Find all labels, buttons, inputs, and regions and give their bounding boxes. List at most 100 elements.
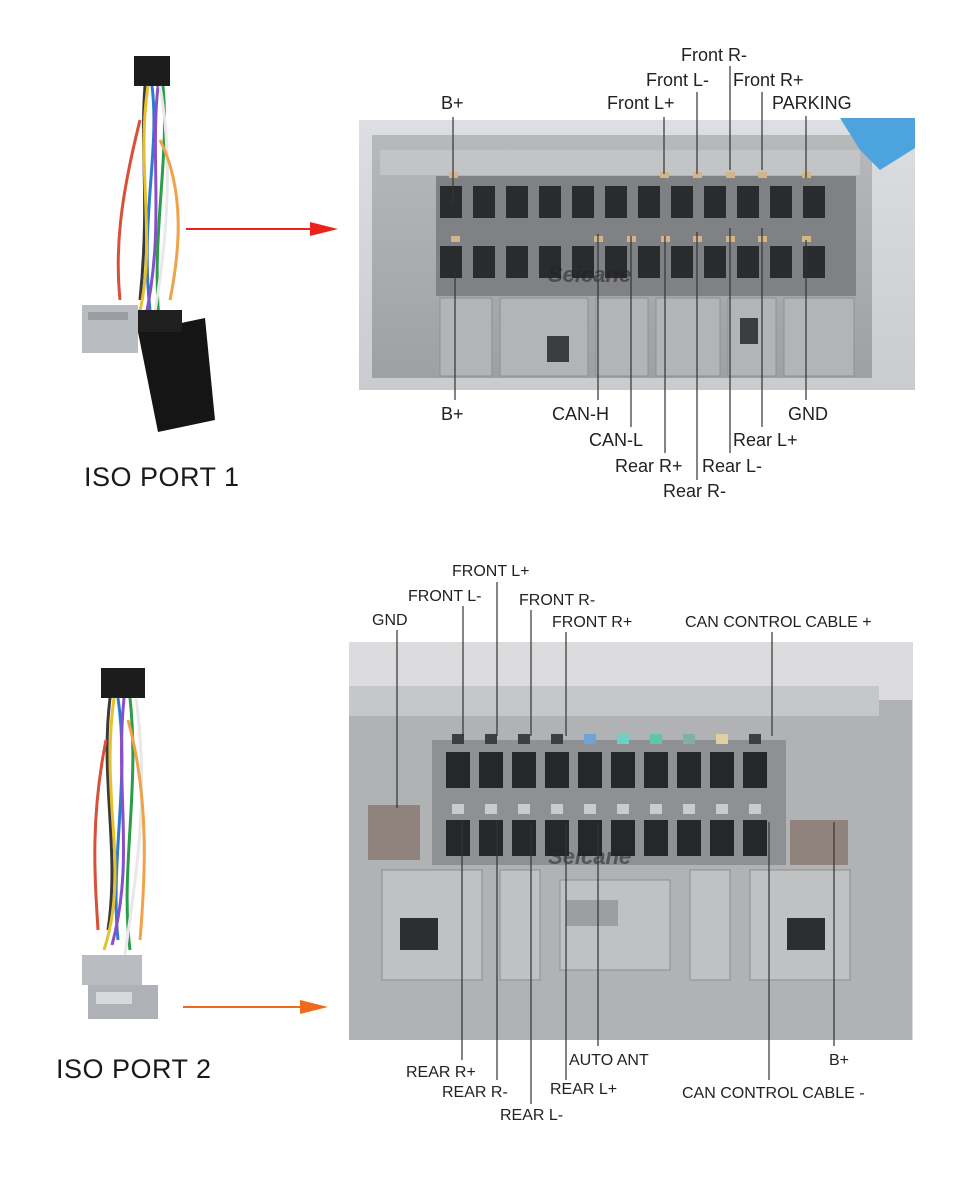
- connector-1-cavity: [638, 186, 660, 218]
- label-rear-l-plus-2: REAR L+: [550, 1081, 617, 1098]
- connector-1-cavity: [671, 186, 693, 218]
- label-rear-l-minus-2: REAR L-: [500, 1107, 563, 1124]
- connector-2-pin: [749, 734, 761, 744]
- label-front-r-plus-2: FRONT R+: [552, 614, 632, 631]
- connector-2-pin: [485, 804, 497, 814]
- connector-2-cavity: [611, 752, 635, 788]
- connector-2-cavity: [446, 752, 470, 788]
- label-rear-l-minus: Rear L-: [702, 456, 762, 476]
- connector-2-cavity: [611, 820, 635, 856]
- harness-2-image: [82, 668, 158, 1019]
- connector-2-pin: [650, 804, 662, 814]
- connector-2-cavity: [743, 752, 767, 788]
- connector-1-pin: [660, 172, 669, 178]
- section-2-labels: GND FRONT L- FRONT L+ FRONT R- FRONT R+ …: [372, 563, 872, 1124]
- label-auto-ant: AUTO ANT: [569, 1052, 649, 1069]
- connector-1-cavity: [605, 186, 627, 218]
- connector-1-cavity: [539, 186, 561, 218]
- harness-1-image: [82, 56, 215, 432]
- connector-2-pin: [485, 734, 497, 744]
- connector-2-pin: [749, 804, 761, 814]
- connector-2-cavity: [677, 752, 701, 788]
- connector-2-pin: [683, 804, 695, 814]
- connector-2-cavity: [710, 752, 734, 788]
- connector-2-pins: [446, 734, 767, 856]
- connector-2-cavity: [677, 820, 701, 856]
- connector-1-cavity: [473, 246, 495, 278]
- connector-1-cavity: [803, 186, 825, 218]
- port-1-title: ISO PORT 1: [84, 462, 240, 492]
- label-can-control-cable-plus: CAN CONTROL CABLE +: [685, 614, 872, 631]
- section-1-leader-lines: [452, 66, 807, 480]
- label-b-plus-2: B+: [829, 1052, 849, 1069]
- connector-1-pin: [451, 236, 460, 242]
- port-2-title: ISO PORT 2: [56, 1054, 212, 1084]
- label-rear-r-plus: Rear R+: [615, 456, 683, 476]
- watermark-2: Seicane: [548, 844, 631, 869]
- connector-1-cavity: [770, 186, 792, 218]
- label-rear-l-plus: Rear L+: [733, 430, 798, 450]
- connector-2-pin: [452, 734, 464, 744]
- watermark-1: Seicane: [548, 262, 631, 287]
- label-b-plus-bottom: B+: [441, 404, 464, 424]
- label-front-l-minus-2: FRONT L-: [408, 588, 481, 605]
- arrow-2-head-icon: [300, 1000, 328, 1014]
- section-2-leader-lines: [396, 582, 835, 1104]
- label-front-r-minus-2: FRONT R-: [519, 592, 595, 609]
- connector-1-cavity: [770, 246, 792, 278]
- connector-1-cavity: [671, 246, 693, 278]
- connector-1-cavity: [506, 246, 528, 278]
- connector-1-cavity: [473, 186, 495, 218]
- connector-2-pin: [551, 734, 563, 744]
- label-can-h: CAN-H: [552, 404, 609, 424]
- label-rear-r-plus-2: REAR R+: [406, 1064, 476, 1081]
- label-front-r-plus: Front R+: [733, 70, 804, 90]
- label-can-control-cable-minus: CAN CONTROL CABLE -: [682, 1085, 865, 1102]
- connector-1-cavity: [704, 246, 726, 278]
- label-b-plus-top: B+: [441, 93, 464, 113]
- connector-2-pin: [551, 804, 563, 814]
- connector-1-cavity: [638, 246, 660, 278]
- connector-1-cavity: [605, 246, 627, 278]
- connector-1-pin: [802, 236, 811, 242]
- connector-1-cavity: [506, 186, 528, 218]
- connector-2-cavity: [446, 820, 470, 856]
- connector-2-cavity: [578, 752, 602, 788]
- label-front-l-plus: Front L+: [607, 93, 675, 113]
- connector-2-cavity: [710, 820, 734, 856]
- connector-2-cavity: [512, 752, 536, 788]
- section-1-labels: B+ Front L+ Front L- Front R- Front R+ P…: [441, 45, 852, 501]
- connector-2-pin: [518, 734, 530, 744]
- label-rear-r-minus: Rear R-: [663, 481, 726, 501]
- connector-1-cavity: [737, 246, 759, 278]
- connector-2-cavity: [512, 820, 536, 856]
- connector-1-cavity: [572, 186, 594, 218]
- label-gnd-bottom: GND: [788, 404, 828, 424]
- label-rear-r-minus-2: REAR R-: [442, 1084, 508, 1101]
- connector-2-pin: [683, 734, 695, 744]
- label-gnd: GND: [372, 612, 408, 629]
- connector-2-pin: [518, 804, 530, 814]
- connector-1-cavity: [539, 246, 561, 278]
- connector-1-cavity: [440, 246, 462, 278]
- connector-2-cavity: [479, 752, 503, 788]
- connector-2-pin: [716, 734, 728, 744]
- connector-2-pin: [617, 804, 629, 814]
- connector-1-pin: [726, 172, 735, 178]
- connector-2-cavity: [479, 820, 503, 856]
- label-front-l-minus: Front L-: [646, 70, 709, 90]
- connector-1-cavity: [704, 186, 726, 218]
- connector-2-pin: [617, 734, 629, 744]
- connector-1-pin: [693, 172, 702, 178]
- connector-2-pin: [584, 804, 596, 814]
- connector-1-cavity: [440, 186, 462, 218]
- connector-2-pin: [650, 734, 662, 744]
- connector-1-pin: [758, 172, 767, 178]
- connector-2-cavity: [545, 820, 569, 856]
- connector-2-pin: [716, 804, 728, 814]
- connector-1-cavity: [737, 186, 759, 218]
- connector-1-cavity: [572, 246, 594, 278]
- connector-2-cavity: [644, 820, 668, 856]
